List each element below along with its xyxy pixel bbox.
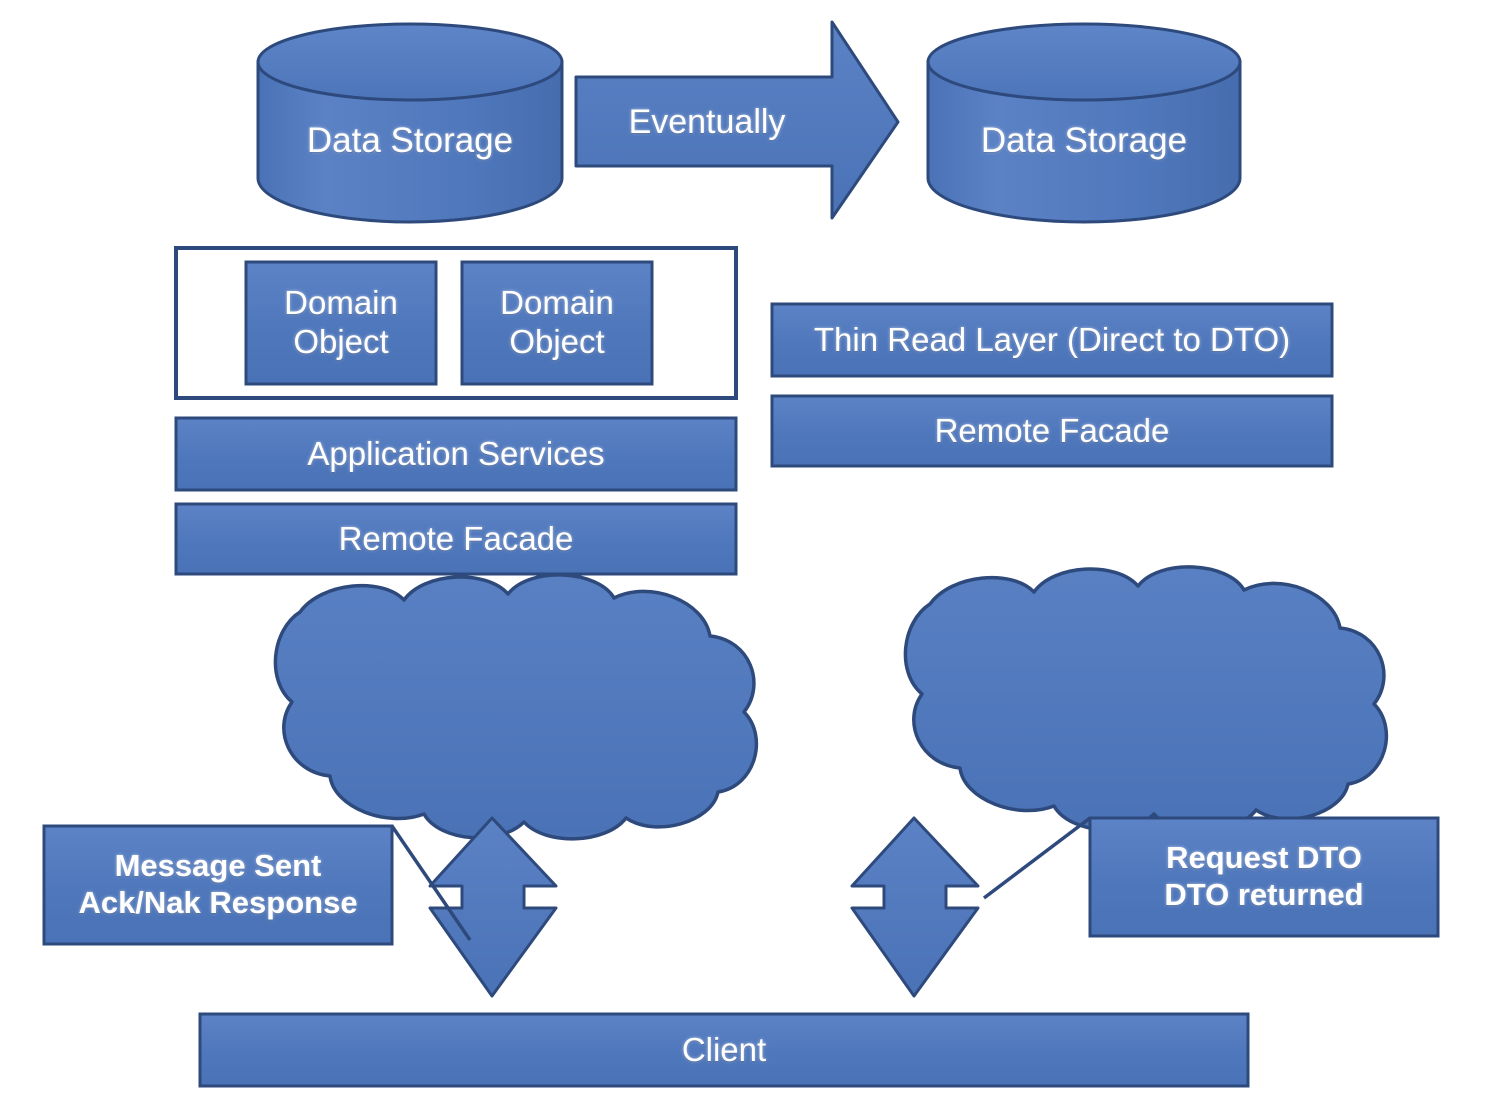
- thin-read-layer-bar: [770, 302, 1334, 378]
- request-dto-callout-box: [982, 816, 1440, 938]
- domain-object-box-1: [244, 260, 438, 386]
- read-remote-facade-bar: [770, 394, 1334, 468]
- command-double-arrow: [428, 816, 558, 998]
- read-data-storage-cylinder: [926, 22, 1242, 224]
- application-services-bar: [174, 416, 738, 492]
- client-bar: [198, 1012, 1250, 1088]
- message-sent-callout-box: [42, 824, 472, 946]
- write-data-storage-cylinder: [256, 22, 564, 224]
- domain-object-box-2: [460, 260, 654, 386]
- command-cloud-shape: [273, 573, 759, 841]
- query-double-arrow: [850, 816, 980, 998]
- query-cloud-shape: [903, 565, 1389, 833]
- write-remote-facade-bar: [174, 502, 738, 576]
- eventually-arrow: [574, 20, 900, 220]
